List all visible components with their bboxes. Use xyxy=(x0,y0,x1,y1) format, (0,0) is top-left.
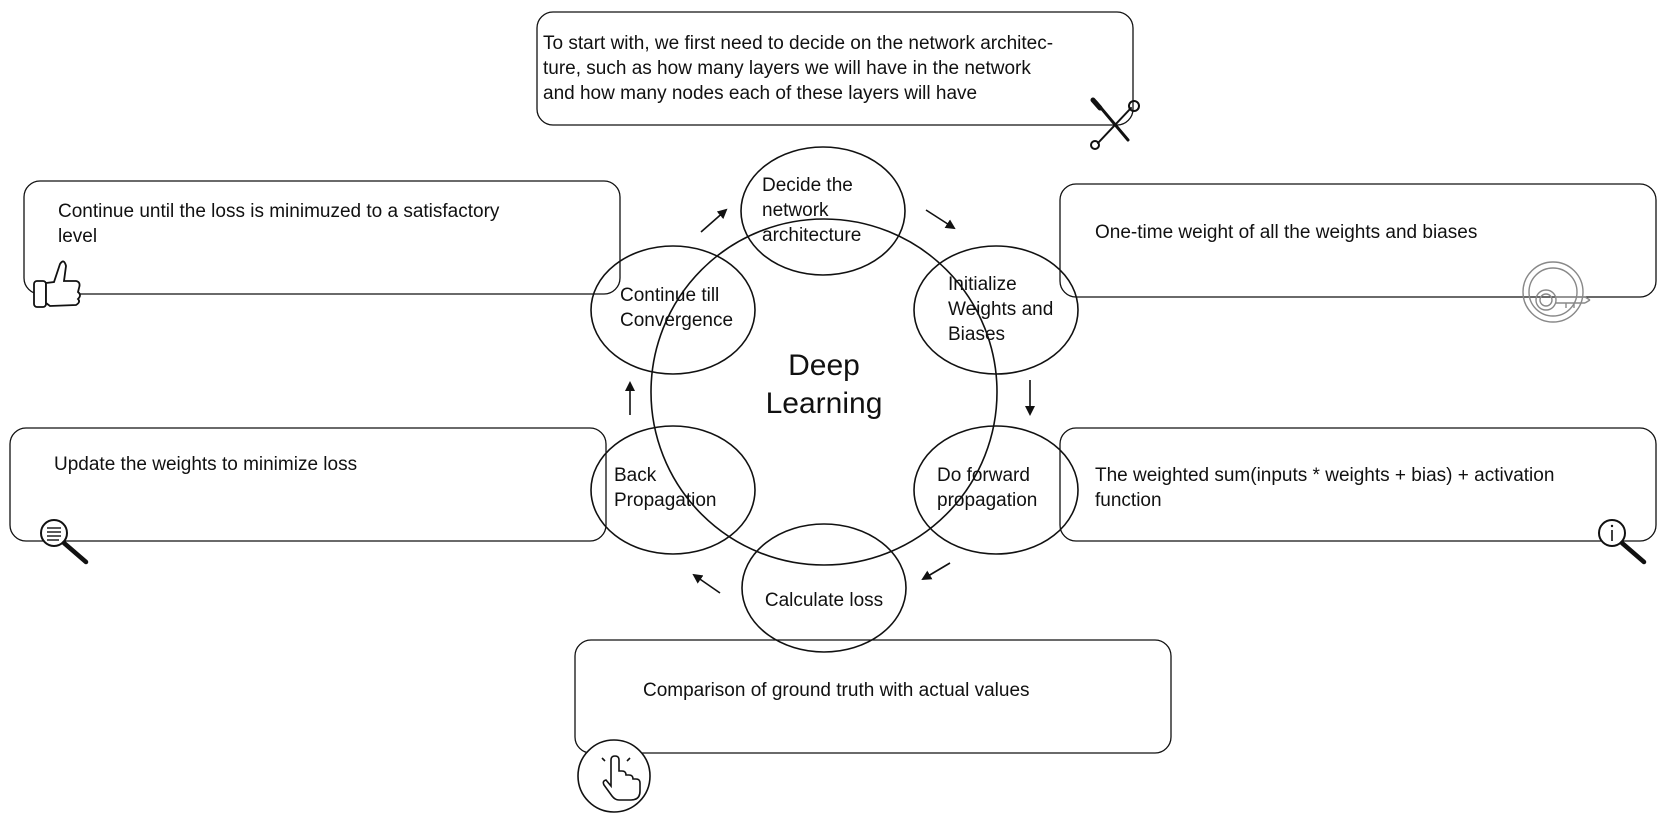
thumbs-up-icon xyxy=(33,260,81,308)
note-text-init: One-time weight of all the weights and b… xyxy=(1095,222,1477,243)
node-loss xyxy=(741,523,907,653)
note-text-decide-line: and how many nodes each of these layers … xyxy=(543,83,977,104)
note-text-forward-line: function xyxy=(1095,490,1162,511)
note-text-converge: Continue until the loss is minimuzed to … xyxy=(58,201,500,247)
note-box-init xyxy=(1059,183,1657,298)
node-label-decide: Decide the network architecture xyxy=(762,175,861,246)
node-label-decide-line: architecture xyxy=(762,225,861,246)
note-text-decide-line: To start with, we first need to decide o… xyxy=(543,33,1053,54)
arrow-decide-to-init xyxy=(925,209,956,230)
node-label-forward-line: propagation xyxy=(937,490,1037,511)
node-decide xyxy=(740,146,906,276)
note-box-forward xyxy=(1059,427,1657,542)
note-box-converge xyxy=(23,180,621,295)
node-label-back-line: Propagation xyxy=(614,490,716,511)
key-icon xyxy=(1522,261,1591,323)
note-text-back-line: Update the weights to minimize loss xyxy=(54,454,357,475)
note-text-forward: The weighted sum(inputs * weights + bias… xyxy=(1095,465,1554,511)
node-back xyxy=(590,425,756,555)
pointer-hand-icon xyxy=(577,739,651,813)
note-text-converge-line: Continue until the loss is minimuzed to … xyxy=(58,201,500,222)
arrow-converge-to-decide xyxy=(700,208,728,233)
node-label-decide-line: network xyxy=(762,200,829,221)
arrow-loss-to-back xyxy=(692,573,721,594)
note-text-decide: To start with, we first need to decide o… xyxy=(543,33,1053,104)
node-label-forward: Do forward propagation xyxy=(937,465,1037,511)
center-label-line: Learning xyxy=(766,387,883,420)
node-converge xyxy=(590,245,756,375)
node-label-back-line: Back xyxy=(614,465,657,486)
note-text-loss-line: Comparison of ground truth with actual v… xyxy=(643,680,1030,701)
note-text-decide-line: ture, such as how many layers we will ha… xyxy=(543,58,1031,79)
center-label-line: Deep xyxy=(788,349,860,382)
node-init xyxy=(913,245,1079,375)
node-label-init-line: Weights and xyxy=(948,299,1053,320)
note-text-forward-line: The weighted sum(inputs * weights + bias… xyxy=(1095,465,1554,486)
info-magnifier-icon xyxy=(1598,519,1647,565)
arrow-forward-to-loss xyxy=(921,562,951,581)
node-label-forward-line: Do forward xyxy=(937,465,1030,486)
node-label-loss-line: Calculate loss xyxy=(765,590,883,611)
tools-icon xyxy=(1090,97,1140,150)
note-text-loss: Comparison of ground truth with actual v… xyxy=(643,680,1030,701)
list-magnifier-icon xyxy=(40,519,89,565)
note-text-back: Update the weights to minimize loss xyxy=(54,454,357,475)
note-text-init-line: One-time weight of all the weights and b… xyxy=(1095,222,1477,243)
node-label-loss: Calculate loss xyxy=(765,590,883,611)
central-cycle-ring xyxy=(650,218,998,566)
note-box-decide xyxy=(536,11,1134,126)
node-label-converge-line: Convergence xyxy=(620,310,733,331)
node-label-init-line: Initialize xyxy=(948,274,1017,295)
node-label-converge-line: Continue till xyxy=(620,285,719,306)
note-box-back xyxy=(9,427,607,542)
node-label-init-line: Biases xyxy=(948,324,1005,345)
note-text-converge-line: level xyxy=(58,226,97,247)
node-label-decide-line: Decide the xyxy=(762,175,853,196)
node-forward xyxy=(913,425,1079,555)
